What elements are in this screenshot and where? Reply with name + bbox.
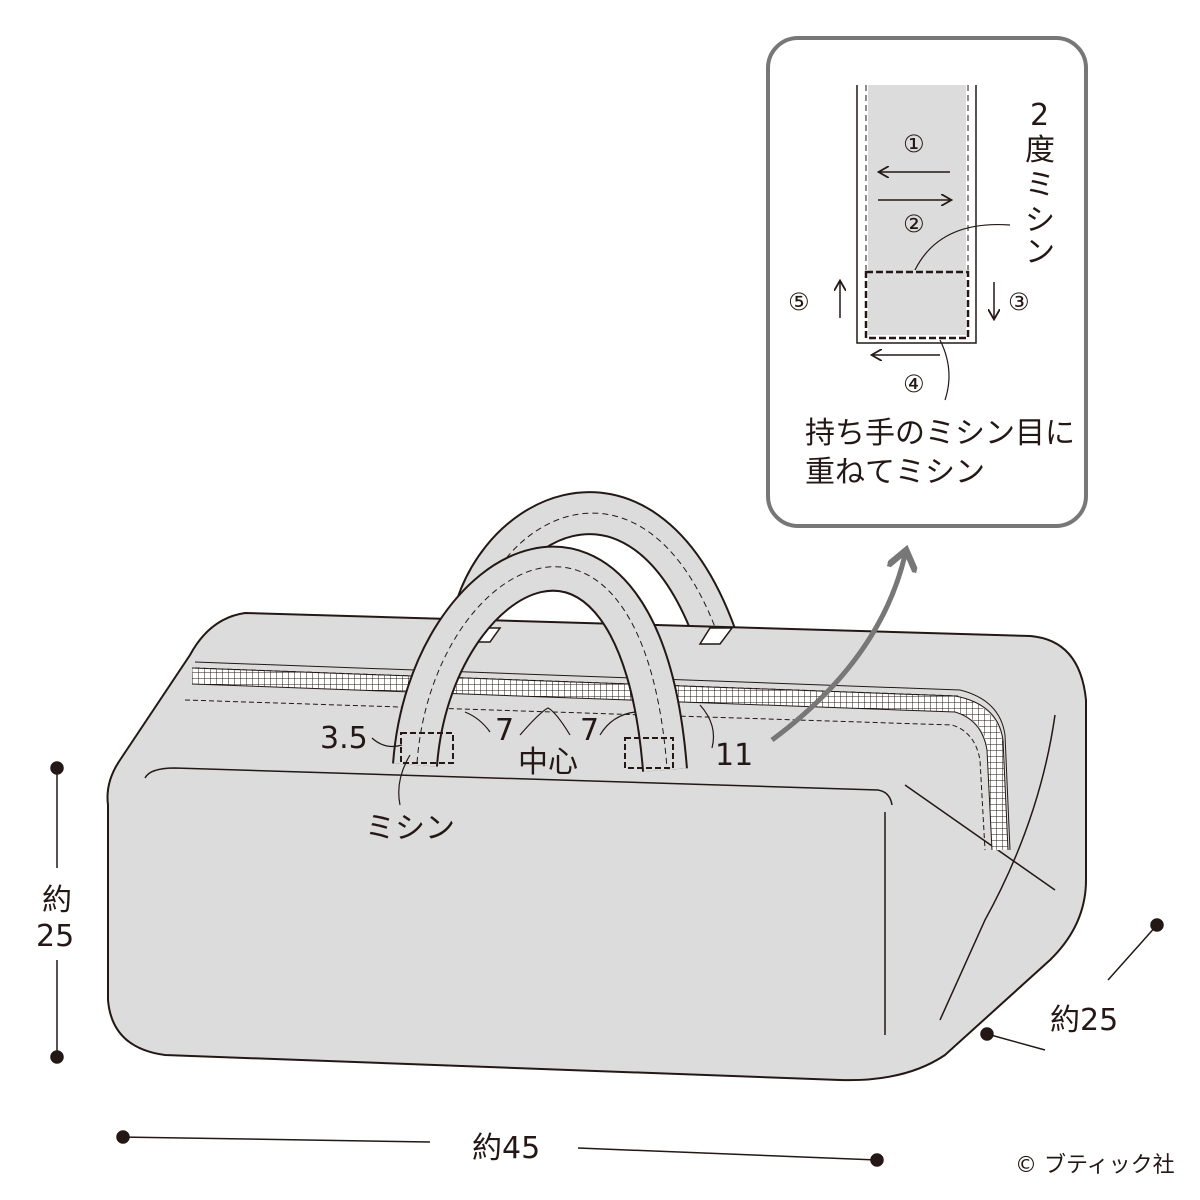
svg-text:度: 度 — [1025, 133, 1055, 168]
step-5: ⑤ — [788, 288, 810, 316]
center-label: 中心 — [518, 745, 578, 780]
svg-text:2: 2 — [1030, 98, 1049, 133]
svg-text:ミ: ミ — [1025, 168, 1055, 203]
sewing-label: ミシン — [365, 811, 455, 846]
handle-offset-label: 3.5 — [320, 721, 368, 756]
handle-edge-label: 11 — [715, 738, 753, 773]
double-stitch-label: 2 度 ミ シ ン — [1025, 98, 1055, 270]
step-1: ① — [903, 130, 925, 158]
step-2: ② — [903, 210, 925, 238]
width-label: 約45 — [472, 1131, 540, 1166]
right-gap-label: 7 — [580, 713, 599, 748]
inset-note-line1: 持ち手のミシン目に — [805, 416, 1075, 451]
left-gap-label: 7 — [495, 713, 514, 748]
svg-text:ン: ン — [1025, 235, 1055, 270]
copyright: © ブティック社 — [1015, 1153, 1175, 1178]
bag-body — [106, 611, 1087, 1082]
depth-label: 約25 — [1050, 1003, 1118, 1038]
detail-inset — [766, 36, 1088, 528]
height-prefix-label: 約 — [42, 883, 72, 918]
height-value-label: 25 — [36, 919, 74, 954]
svg-text:シ: シ — [1025, 203, 1055, 238]
callout-arrow — [770, 555, 905, 743]
front-handle — [392, 545, 688, 772]
inset-note-line2: 重ねてミシン — [805, 455, 985, 490]
step-4: ④ — [903, 370, 925, 398]
dimension-lines — [50, 761, 1164, 1167]
step-3: ③ — [1008, 288, 1030, 316]
leader-lines — [371, 704, 715, 806]
